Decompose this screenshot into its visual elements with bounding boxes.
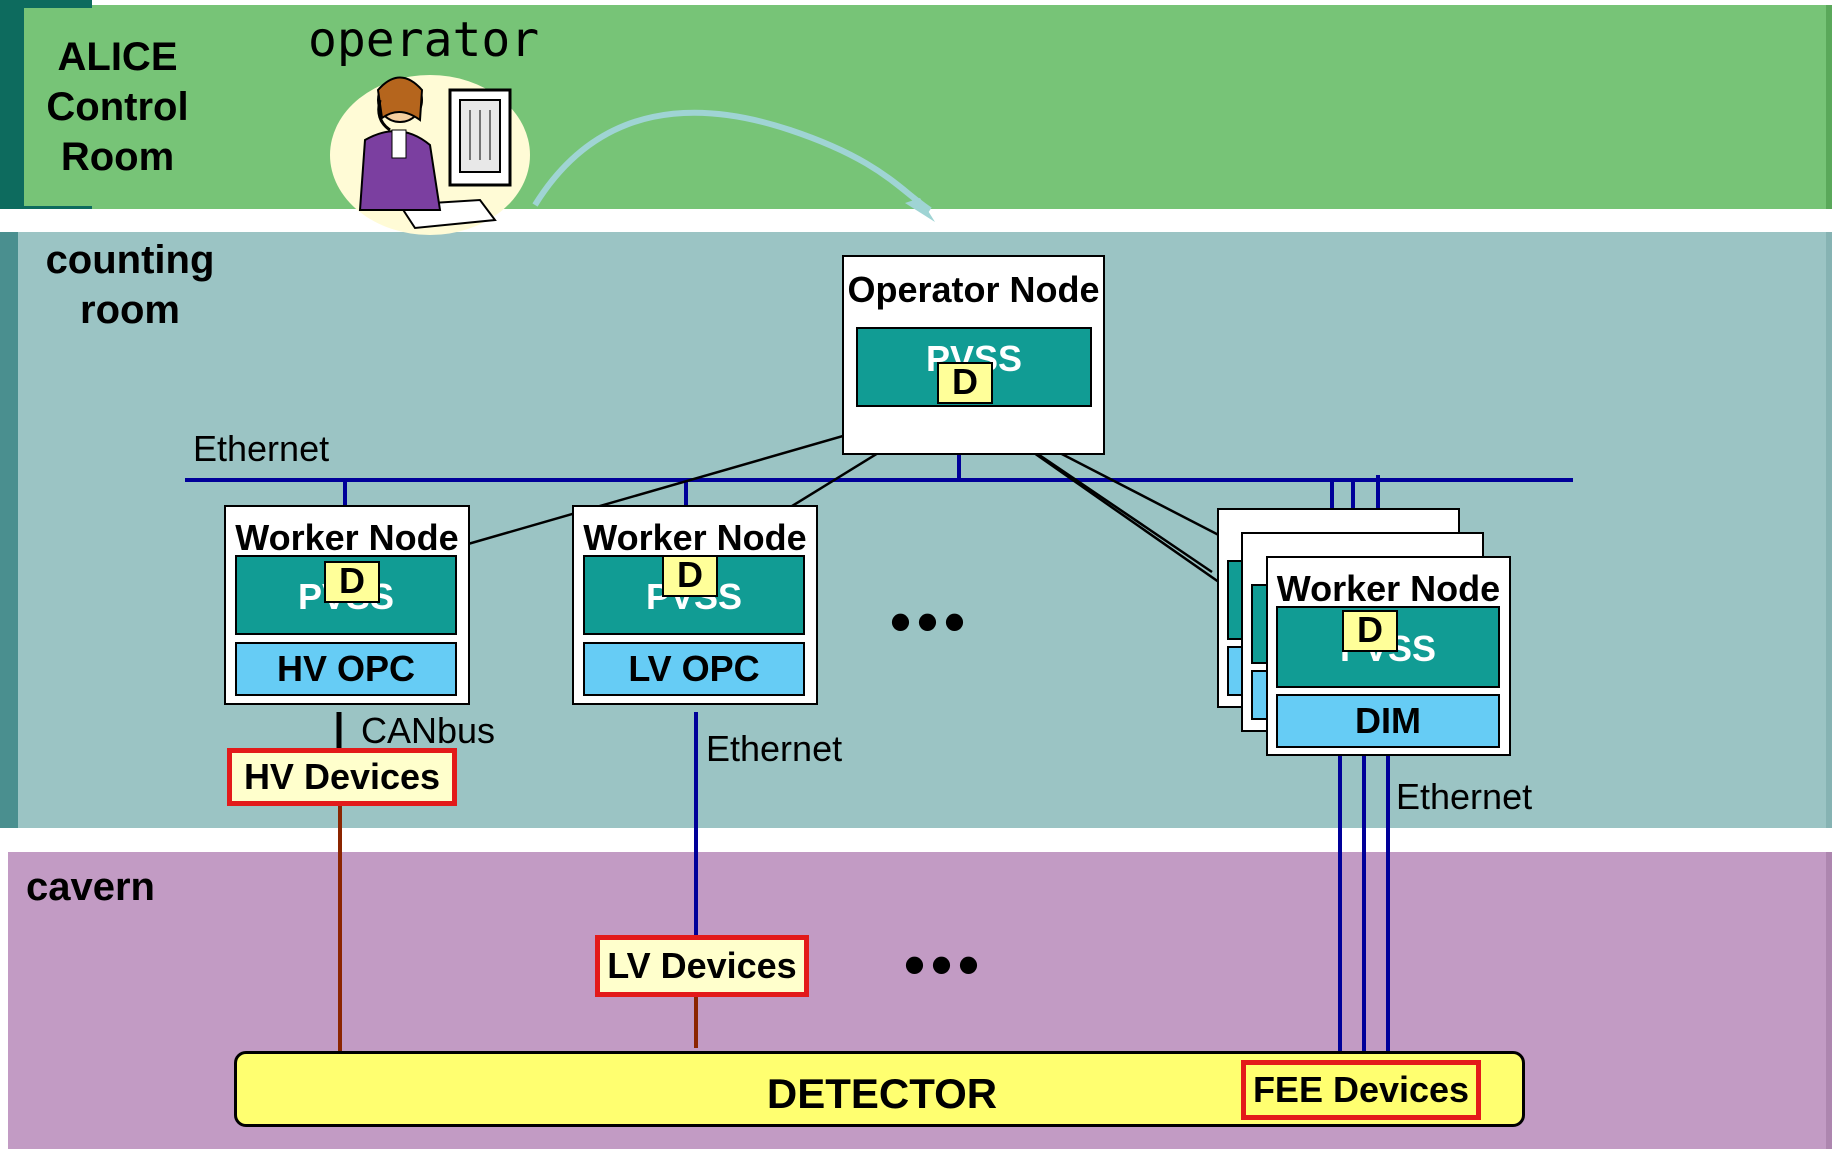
- worker-nodes-ellipsis: •••: [890, 588, 972, 655]
- control-room-band: [20, 5, 1832, 209]
- devices-ellipsis: •••: [904, 931, 986, 998]
- counting-room-accent: [0, 232, 18, 828]
- counting-room-label: counting room: [45, 238, 215, 332]
- canbus-label: CANbus: [361, 710, 496, 751]
- fee-devices[interactable]: FEE Devices: [1241, 1060, 1481, 1120]
- detector-label: DETECTOR: [766, 1070, 998, 1117]
- worker-node-fee-driver: DIM: [1276, 694, 1500, 748]
- worker-node-lv-driver: LV OPC: [583, 642, 805, 696]
- operator-node-dim-box: D: [937, 362, 993, 404]
- worker-node-lv-title: Worker Node: [583, 517, 807, 558]
- lv-devices[interactable]: LV Devices: [595, 935, 809, 997]
- worker-node-hv-driver: HV OPC: [235, 642, 457, 696]
- worker-node-hv[interactable]: Worker Node PVSS D HV OPC: [224, 505, 470, 705]
- worker-node-fee-dim-box: D: [1342, 610, 1398, 652]
- worker-node-lv[interactable]: Worker Node PVSS D LV OPC: [572, 505, 818, 705]
- worker-node-fee[interactable]: Worker Node PVSS D DIM: [1266, 556, 1511, 756]
- worker-node-fee-title: Worker Node: [1276, 568, 1501, 609]
- operator-illustration: [330, 75, 530, 235]
- operator-node[interactable]: Operator Node PVSS D: [842, 255, 1105, 455]
- control-room-accent-inner: [24, 8, 92, 206]
- ethernet-bus-label: Ethernet: [193, 428, 330, 469]
- worker-node-hv-title: Worker Node: [235, 517, 459, 558]
- control-room-label: ALICE Control Room: [46, 35, 189, 179]
- lv-ethernet-label: Ethernet: [706, 728, 843, 769]
- hv-devices[interactable]: HV Devices: [227, 748, 457, 806]
- fee-ethernet-label: Ethernet: [1396, 776, 1533, 817]
- worker-node-hv-dim-box: D: [324, 561, 380, 603]
- worker-node-lv-dim-box: D: [662, 555, 718, 597]
- operator-node-title: Operator Node: [847, 269, 1100, 310]
- operator-text: operator: [308, 12, 540, 68]
- cavern-label: cavern: [26, 865, 155, 909]
